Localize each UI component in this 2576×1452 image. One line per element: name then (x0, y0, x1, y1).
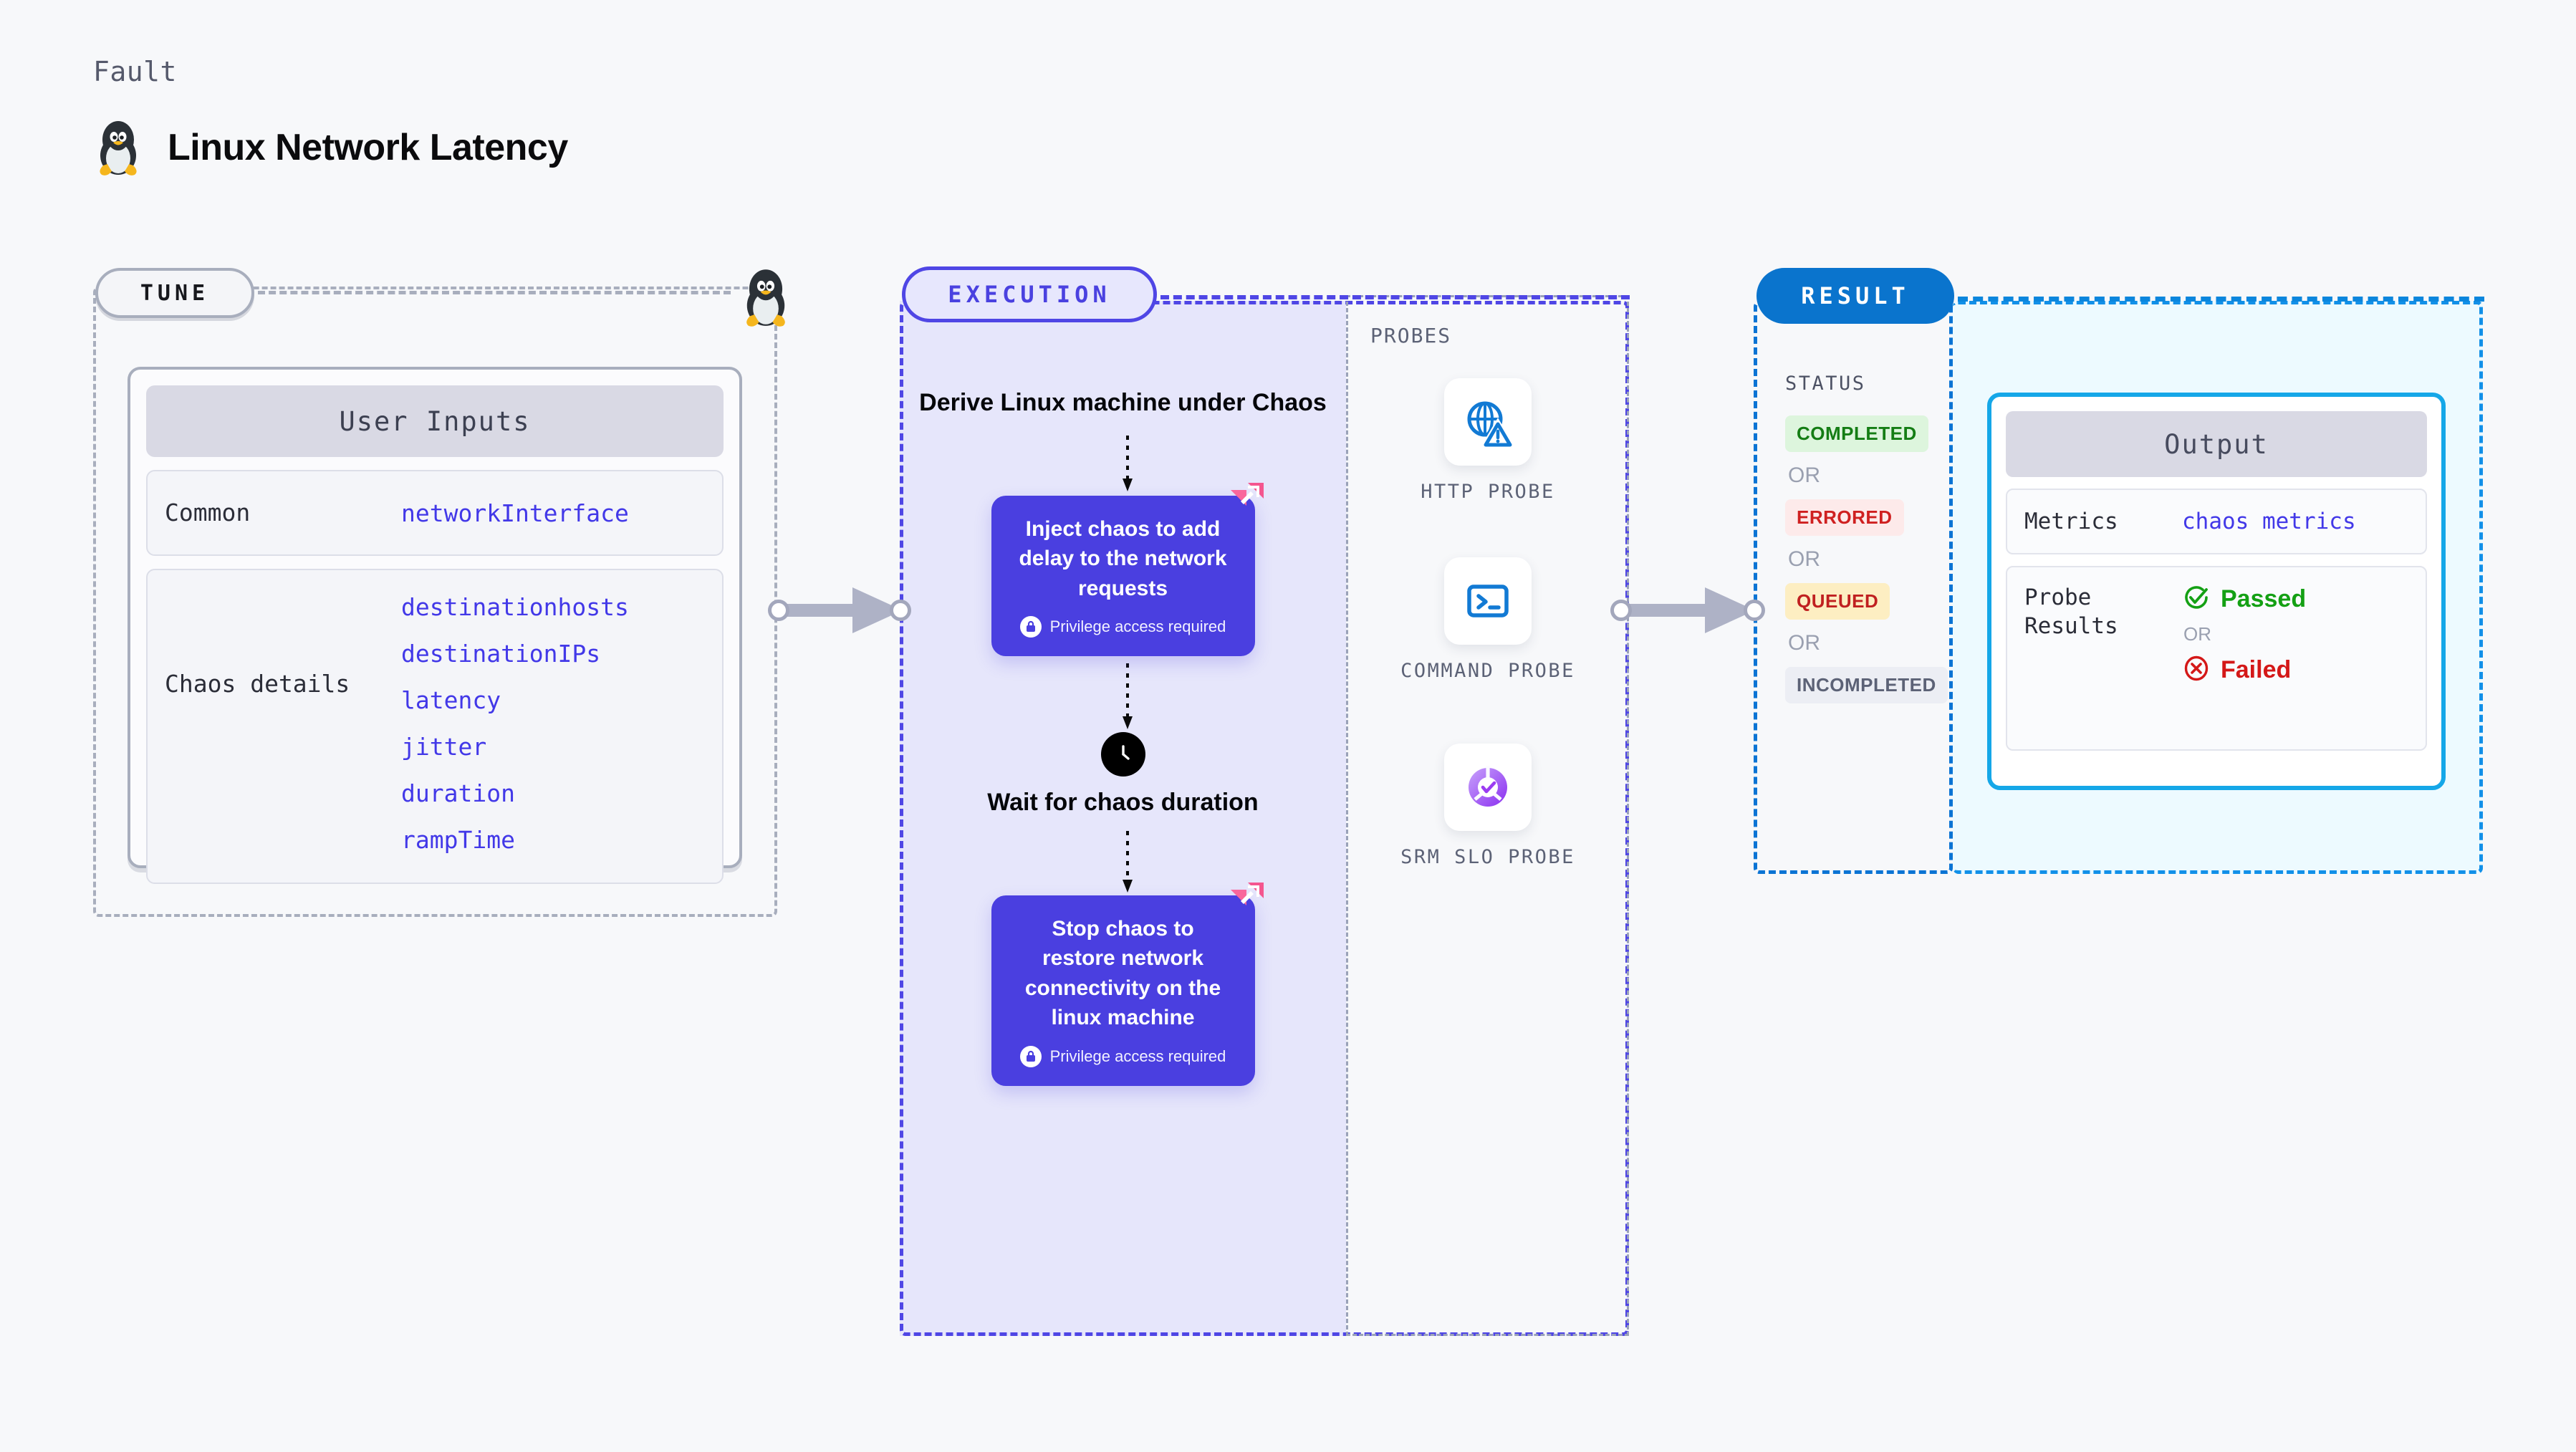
section-values-common: networkInterface (401, 499, 629, 527)
flow-arrow-1-icon (1122, 435, 1133, 491)
status-badge-errored[interactable]: ERRORED (1785, 499, 1904, 536)
fault-kicker: Fault (93, 56, 177, 87)
lock-icon (1019, 1045, 1042, 1067)
output-card: Output Metrics chaos metrics Probe Resul… (1987, 393, 2446, 790)
param-duration[interactable]: duration (401, 779, 515, 807)
x-circle-icon (2182, 654, 2211, 686)
status-or-3: OR (1788, 631, 1820, 655)
param-jitter[interactable]: jitter (401, 733, 487, 761)
probe-result-or: OR (2183, 623, 2211, 645)
execution-flow-column: Derive Linux machine under Chaos Inject … (900, 301, 1346, 1336)
tux-corner-icon (739, 266, 792, 331)
page-title-row: Linux Network Latency (93, 118, 568, 177)
probe-command[interactable]: COMMAND PROBE (1380, 557, 1595, 685)
stage-connector-arrow-2 (1620, 582, 1758, 642)
flow-arrow-2-icon (1122, 663, 1133, 730)
probe-srm-slo-label: SRM SLO PROBE (1400, 846, 1575, 868)
globe-warning-icon (1444, 378, 1532, 466)
output-section-metrics: Metrics chaos metrics (2006, 489, 2427, 554)
probe-result-passed-label: Passed (2221, 585, 2307, 612)
connector-node-exec-out (1610, 600, 1632, 621)
status-badge-completed[interactable]: COMPLETED (1785, 415, 1928, 452)
stage-connector-arrow-1 (768, 582, 905, 642)
probe-result-failed: Failed (2182, 654, 2306, 686)
section-values-chaos-details: destinationhosts destinationIPs latency … (401, 589, 629, 854)
status-badge-queued[interactable]: QUEUED (1785, 583, 1890, 620)
section-label-common: Common (165, 499, 251, 527)
clock-icon (1100, 732, 1145, 777)
stop-chaos-title: Stop chaos to restore network connectivi… (1024, 916, 1221, 1030)
execution-step-derive-label: Derive Linux machine under Chaos (919, 389, 1327, 416)
probes-section-label: PROBES (1370, 324, 1452, 347)
tux-linux-penguin-icon (93, 118, 143, 177)
connector-node-exec-in (890, 600, 911, 621)
stop-chaos-privilege-note: Privilege access required (1019, 1045, 1226, 1067)
status-or-2: OR (1788, 547, 1820, 571)
result-stage-pill[interactable]: RESULT (1756, 268, 1954, 324)
execution-header-dash (1160, 295, 1630, 299)
output-card-header: Output (2006, 411, 2427, 477)
user-inputs-header: User Inputs (146, 385, 724, 457)
user-inputs-card: User Inputs Common networkInterface Chao… (128, 367, 742, 884)
slo-check-icon (1444, 744, 1532, 831)
probe-result-passed: Passed (2182, 583, 2306, 615)
param-destinationhosts[interactable]: destinationhosts (401, 593, 629, 621)
execution-stage-fill (900, 301, 1346, 1336)
probe-srm-slo[interactable]: SRM SLO PROBE (1380, 744, 1595, 871)
execution-step-inject-chaos[interactable]: Inject chaos to add delay to the network… (991, 482, 1264, 657)
param-latency[interactable]: latency (401, 686, 501, 714)
output-metrics-value[interactable]: chaos metrics (2182, 509, 2356, 534)
result-status-list: COMPLETED OR ERRORED OR QUEUED OR INCOMP… (1785, 415, 1957, 703)
probe-command-label: COMMAND PROBE (1400, 660, 1575, 682)
result-status-label: STATUS (1785, 372, 1866, 395)
harness-logo-icon (1226, 480, 1267, 523)
connector-node-tune-out (768, 600, 789, 621)
param-ramptime[interactable]: rampTime (401, 826, 515, 854)
user-inputs-section-chaos-details: Chaos details destinationhosts destinati… (146, 569, 724, 884)
tune-stage-pill[interactable]: TUNE (95, 268, 254, 318)
param-networkinterface[interactable]: networkInterface (401, 499, 629, 527)
output-probe-results-values: Passed OR Failed (2182, 583, 2306, 686)
output-probe-results-label: Probe Results (2024, 585, 2118, 640)
execution-step-stop-chaos[interactable]: Stop chaos to restore network connectivi… (991, 882, 1264, 1086)
terminal-icon (1444, 557, 1532, 645)
check-circle-icon (2182, 583, 2211, 615)
flow-arrow-3-icon (1122, 830, 1133, 893)
execution-stage-pill[interactable]: EXECUTION (902, 266, 1157, 322)
privilege-note-text-1: Privilege access required (1049, 617, 1226, 636)
result-header-dash (1958, 297, 2484, 302)
section-label-chaos-details: Chaos details (165, 670, 350, 698)
status-badge-incompleted[interactable]: INCOMPLETED (1785, 667, 1948, 703)
probe-http[interactable]: HTTP PROBE (1380, 378, 1595, 506)
param-destinationips[interactable]: destinationIPs (401, 640, 601, 668)
output-metrics-label: Metrics (2024, 508, 2118, 534)
output-section-probe-results: Probe Results Passed OR (2006, 566, 2427, 751)
connector-node-result-in (1744, 600, 1765, 621)
tune-header-dash (258, 291, 731, 294)
status-or-1: OR (1788, 463, 1820, 487)
page-title: Linux Network Latency (168, 127, 568, 168)
user-inputs-section-common: Common networkInterface (146, 470, 724, 556)
inject-chaos-title: Inject chaos to add delay to the network… (1019, 516, 1227, 600)
probe-http-label: HTTP PROBE (1421, 481, 1555, 503)
probe-result-failed-label: Failed (2221, 655, 2292, 683)
lock-icon (1019, 616, 1042, 638)
harness-logo-icon (1226, 880, 1267, 923)
inject-chaos-privilege-note: Privilege access required (1019, 616, 1226, 638)
privilege-note-text-2: Privilege access required (1049, 1047, 1226, 1065)
execution-step-wait-label: Wait for chaos duration (987, 789, 1259, 817)
